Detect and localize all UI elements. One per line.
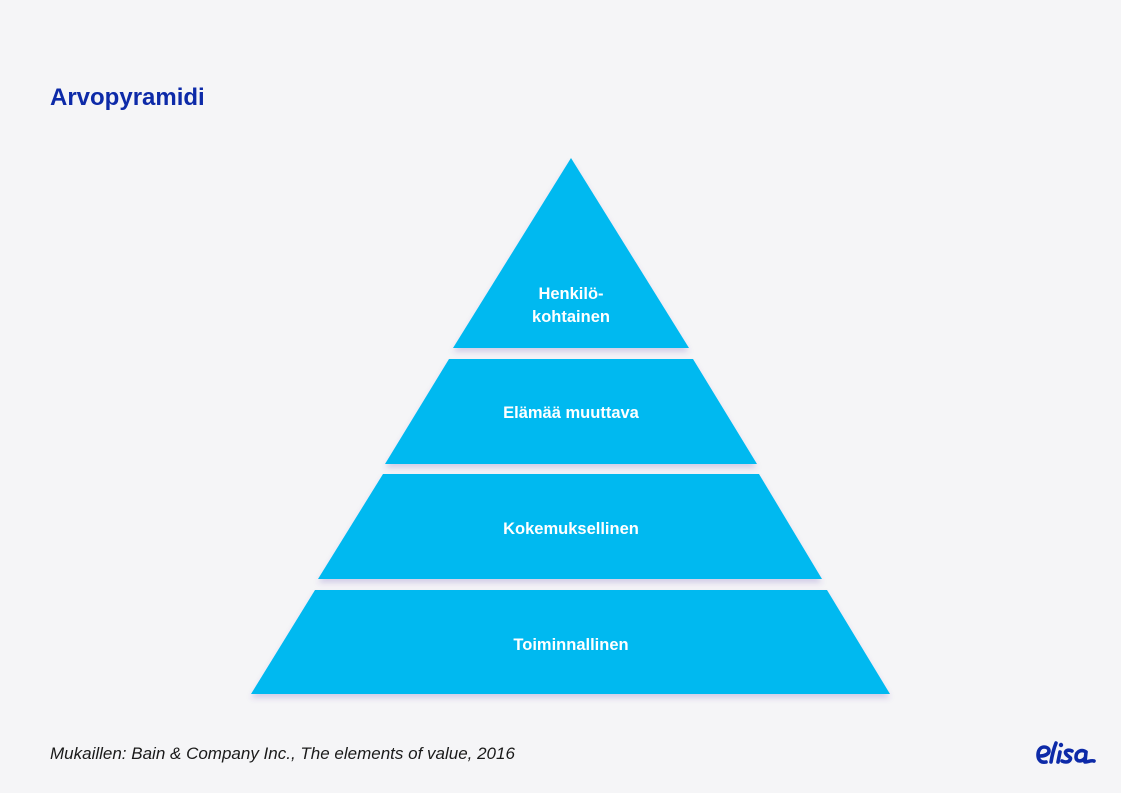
source-caption: Mukaillen: Bain & Company Inc., The elem… <box>50 744 515 763</box>
pyramid-level-label: Kokemuksellinen <box>503 520 639 538</box>
pyramid-level-label: kohtainen <box>532 308 610 326</box>
pyramid-level-label: Elämää muuttava <box>503 404 640 422</box>
pyramid-level-label: Toiminnallinen <box>513 636 628 654</box>
pyramid-level-personal: Henkilö- kohtainen <box>453 158 689 348</box>
pyramid-level-shape <box>453 158 689 348</box>
elisa-logo <box>1036 741 1096 764</box>
pyramid-level-shape <box>318 474 822 579</box>
slide-title: Arvopyramidi <box>50 84 205 111</box>
pyramid-level-shape <box>251 590 890 694</box>
pyramid-level-life-changing: Elämää muuttava <box>385 359 757 464</box>
pyramid-level-shape <box>385 359 757 464</box>
pyramid-level-label: Henkilö- <box>538 285 603 303</box>
pyramid-level-experiential: Kokemuksellinen <box>318 474 822 579</box>
pyramid-level-functional: Toiminnallinen <box>251 590 890 694</box>
